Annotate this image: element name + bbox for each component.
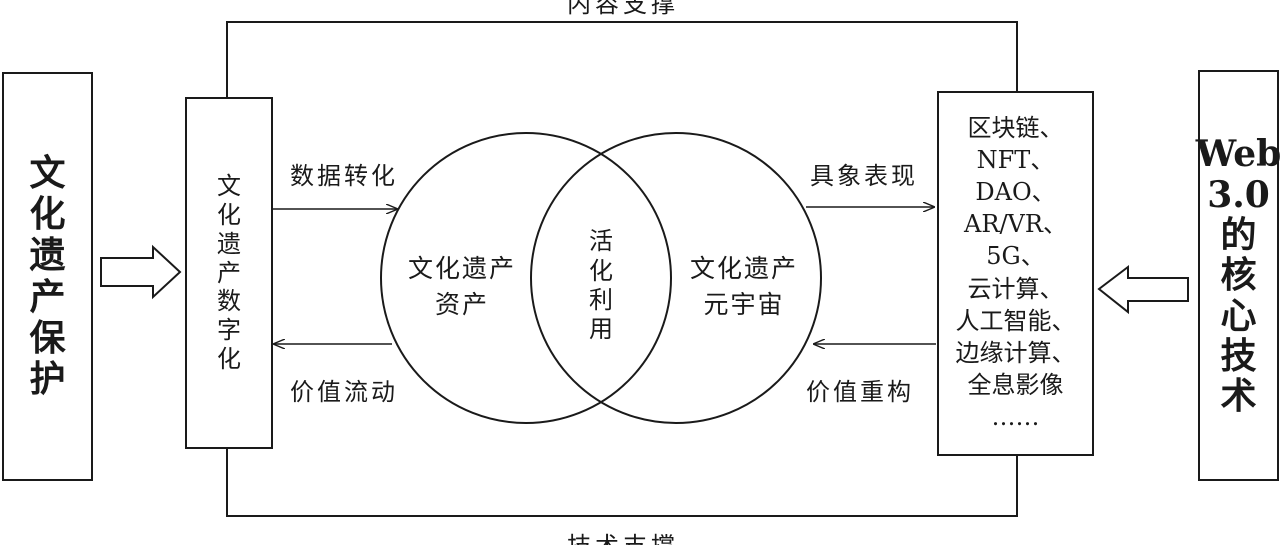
value-flow-label: 价值流动 xyxy=(290,378,398,406)
cultural-heritage-protection-label: 文 化 遗 产 保 护 xyxy=(29,152,66,400)
bottom-support-label: 技术支撑 xyxy=(558,526,688,545)
activation-utilization-label: 活 化 利 用 xyxy=(589,227,613,344)
hollow-arrow-left xyxy=(1097,264,1189,315)
core-technology-list: 区块链、 NFT、 DAO、 AR/VR、 5G、 云计算、 人工智能、 边缘计… xyxy=(955,113,1076,432)
value-reconstruction-label: 价值重构 xyxy=(806,378,914,406)
venn-circle-right xyxy=(530,132,822,424)
data-conversion-label: 数据转化 xyxy=(290,162,398,190)
heritage-metaverse-label: 文化遗产 元宇宙 xyxy=(689,254,798,320)
tech-box xyxy=(937,91,1094,456)
concrete-expression-label: 具象表现 xyxy=(810,162,918,190)
web3-core-technology-label: Web 3.0 的 核 心 技 术 xyxy=(1195,133,1280,418)
heritage-digitization-label: 文 化 遗 产 数 字 化 xyxy=(217,172,241,373)
venn-circle-left xyxy=(380,132,672,424)
left-outer-box xyxy=(2,72,93,481)
support-frame-top xyxy=(226,21,1018,98)
top-support-label: 内容支撑 xyxy=(567,0,679,18)
hollow-arrow-right xyxy=(100,244,182,300)
support-frame-bottom xyxy=(226,448,1018,517)
left-inner-box xyxy=(185,97,273,449)
right-outer-box xyxy=(1198,70,1279,481)
heritage-assets-label: 文化遗产 资产 xyxy=(407,254,516,320)
